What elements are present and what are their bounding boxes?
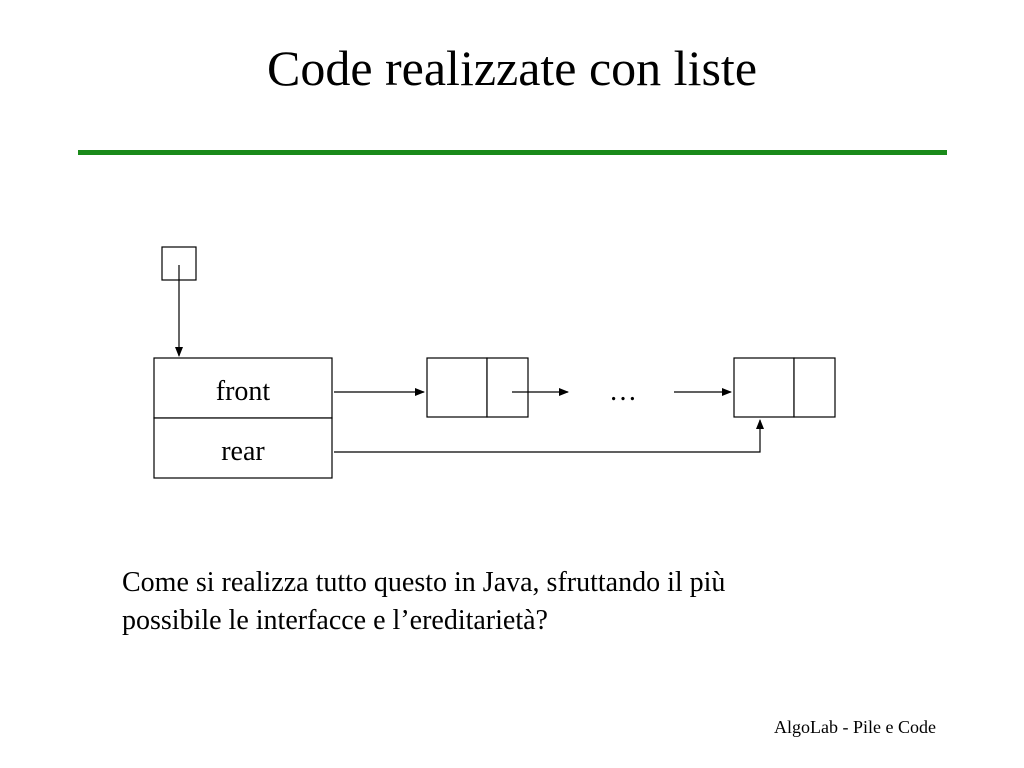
slide-title: Code realizzate con liste xyxy=(266,40,758,96)
question-line-2: possibile le interfacce e l’ereditarietà… xyxy=(122,605,548,636)
queue-front-field xyxy=(153,357,333,419)
rear-label: rear xyxy=(221,436,265,467)
queue-rear-field xyxy=(153,417,333,479)
question-text: Come si realizza tutto questo in Java, s… xyxy=(122,564,942,640)
first-node-next xyxy=(486,357,529,418)
last-node-next xyxy=(793,357,836,418)
title-underline xyxy=(78,150,947,155)
question-line-1: Come si realizza tutto questo in Java, s… xyxy=(122,567,726,598)
ellipsis-label: … xyxy=(609,376,637,407)
slide-footer: AlgoLab - Pile e Code xyxy=(774,717,936,737)
front-label: front xyxy=(216,376,271,407)
rear-arrow xyxy=(334,419,764,453)
last-node-data xyxy=(733,357,795,418)
first-node-data xyxy=(426,357,488,418)
